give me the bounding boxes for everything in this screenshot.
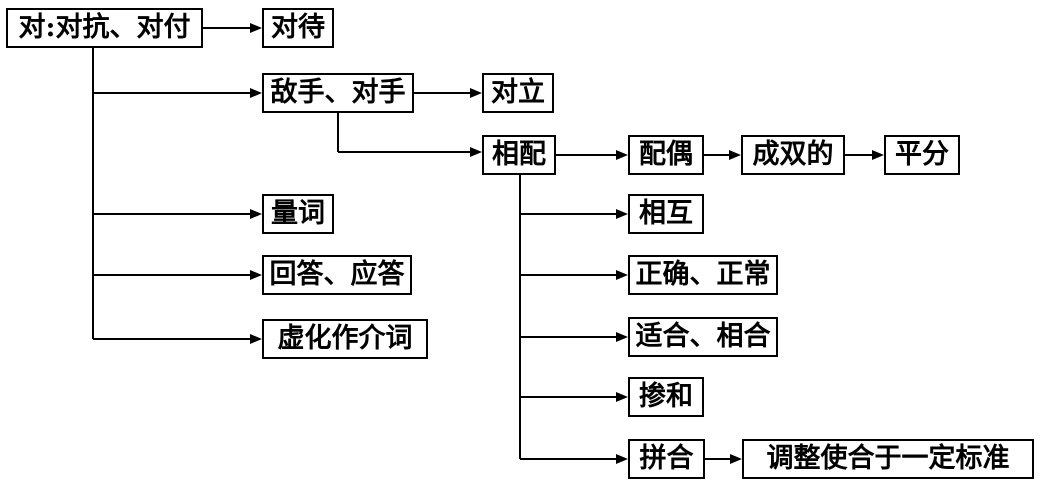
node-xuhua: 虚化作介词 [262,319,428,359]
arrow-dishou [250,88,262,98]
node-root: 对:对抗、对付 [6,8,203,48]
arrow-chanhuo [616,392,628,402]
node-huida: 回答、应答 [262,255,412,295]
node-xianghu: 相互 [628,194,704,234]
node-liangci: 量词 [262,194,334,234]
arrow-xianghu [616,209,628,219]
node-shihe: 适合、相合 [628,317,778,357]
node-duili: 对立 [482,73,554,113]
arrow-peiou [616,150,628,160]
arrow-pingfen [872,150,884,160]
arrow-shihe [616,332,628,342]
node-dishou: 敌手、对手 [262,73,414,113]
arrow-huida [250,270,262,280]
arrow-xiangpei [470,147,482,157]
node-chanhuo: 掺和 [628,377,704,417]
arrow-chengshuang [729,150,741,160]
node-xiangpei: 相配 [482,135,556,175]
node-duidai: 对待 [262,8,334,48]
node-pinhe: 拼合 [628,439,705,479]
arrow-duidai [250,23,262,33]
arrow-tiaozheng [730,454,742,464]
arrow-pinhe [616,454,628,464]
arrow-liangci [250,209,262,219]
node-chengshuang: 成双的 [741,135,845,175]
arrow-duili [470,88,482,98]
node-tiaozheng: 调整使合于一定标准 [742,439,1034,479]
node-peiou: 配偶 [628,135,704,175]
arrow-xuhua [250,334,262,344]
node-pingfen: 平分 [884,135,960,175]
node-zhengque: 正确、正常 [628,255,778,295]
arrow-zhengque [616,270,628,280]
